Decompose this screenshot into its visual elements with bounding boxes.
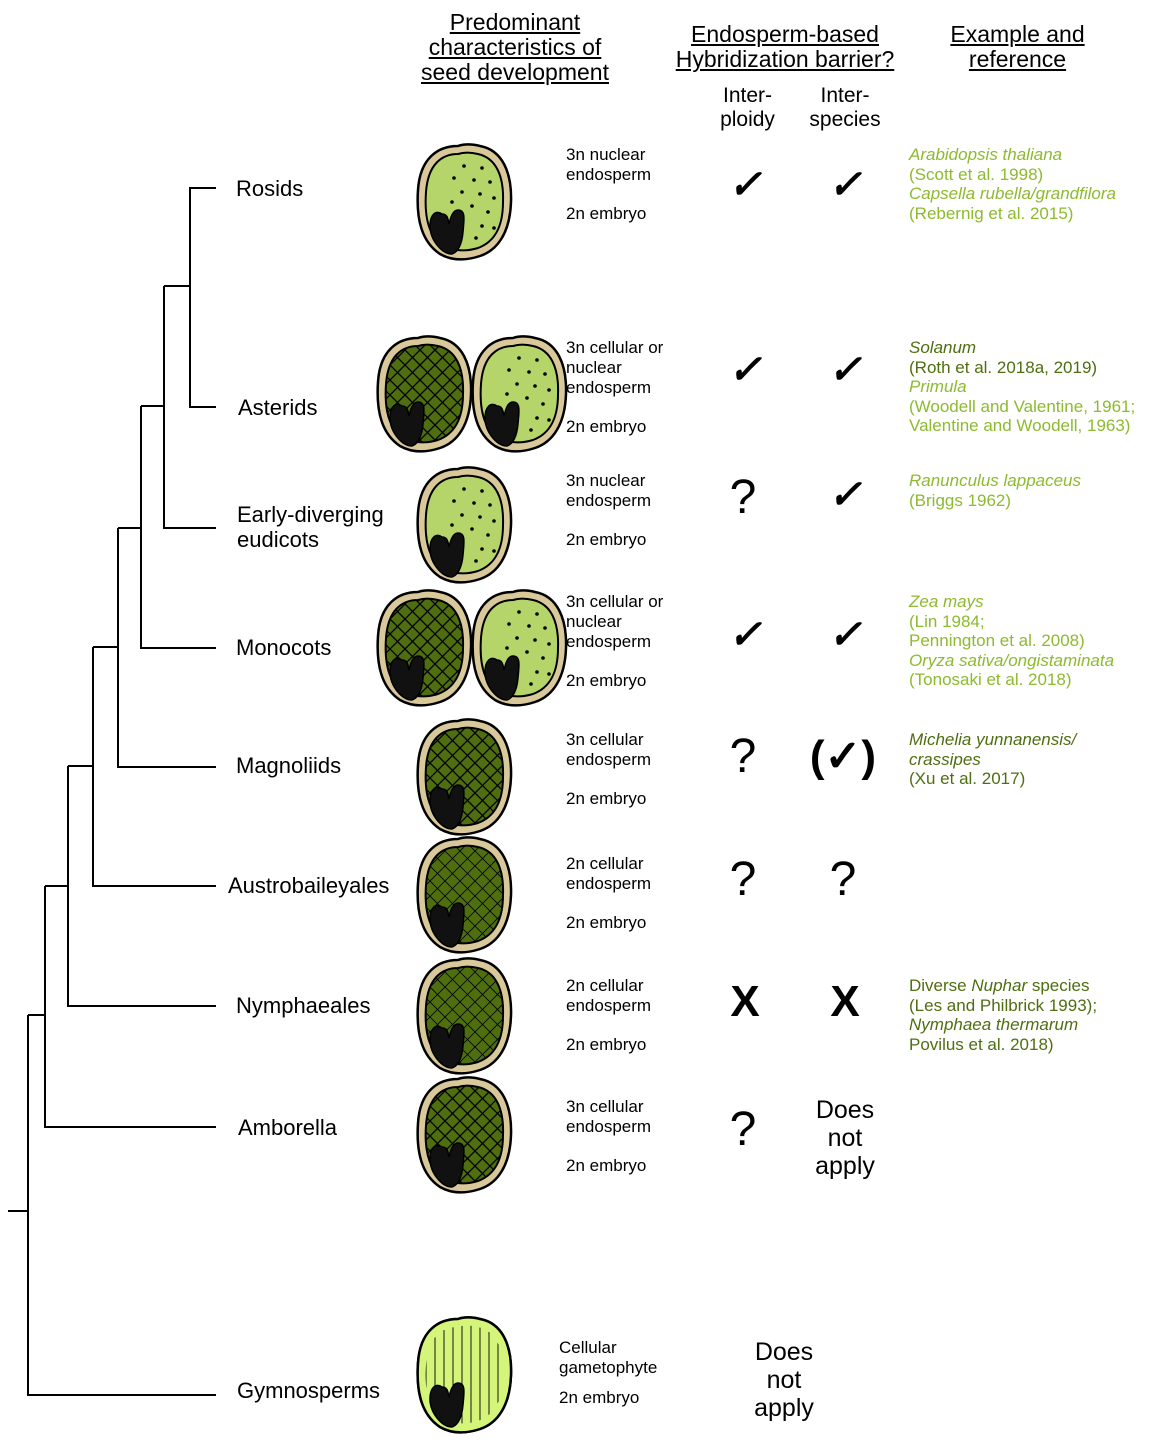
seed-early-diverging-nuclear — [412, 463, 518, 589]
asterids-interspecies-mark: ✓ — [810, 350, 880, 390]
reference-line: Primula — [909, 377, 1135, 397]
clade-label-amborella: Amborella — [238, 1115, 337, 1140]
clade-label-early-diverging-eudicots: Early-diverging eudicots — [237, 502, 407, 552]
phylogenetic-tree — [0, 0, 230, 1443]
ref-nymphaeales: Diverse Nuphar species(Les and Philbrick… — [909, 976, 1097, 1054]
rosids-interspecies-mark: ✓ — [810, 165, 880, 205]
branch-rosids-asterids — [190, 188, 216, 407]
reference-line: (Lin 1984; — [909, 612, 1114, 632]
reference-line: Solanum — [909, 338, 1135, 358]
magnoliids-interspecies-mark: (✓) — [788, 734, 898, 780]
clade-label-nymphaeales: Nymphaeales — [236, 993, 371, 1018]
clade-label-austrobaileyales: Austrobaileyales — [228, 873, 389, 898]
subheader-interploidy: Inter-ploidy — [700, 84, 795, 132]
clade-label-monocots: Monocots — [236, 635, 331, 660]
subheader-interspecies: Inter-species — [795, 84, 895, 132]
seed-monocots-nuclear — [467, 586, 573, 712]
reference-line: Oryza sativa/ongistaminata — [909, 651, 1114, 671]
reference-line: Diverse Nuphar species — [909, 976, 1097, 996]
reference-line: Zea mays — [909, 592, 1114, 612]
reference-line: (Xu et al. 2017) — [909, 769, 1076, 789]
reference-line: (Tonosaki et al. 2018) — [909, 670, 1114, 690]
clade-label-asterids: Asterids — [238, 395, 317, 420]
seed-rosids-nuclear — [412, 140, 518, 266]
rosids-interploidy-mark: ✓ — [710, 165, 780, 205]
seed-amborella-cellular — [412, 1073, 518, 1199]
austrobaileyales-interploidy-mark: ? — [708, 855, 778, 905]
monocots-interploidy-mark: ✓ — [710, 615, 780, 655]
amborella-interploidy-mark: ? — [708, 1105, 778, 1155]
nymphaeales-interspecies-mark: X — [810, 980, 880, 1024]
asterids-interploidy-mark: ✓ — [710, 350, 780, 390]
seed-nymphaeales-cellular — [412, 954, 518, 1080]
austrobaileyales-interspecies-mark: ? — [808, 855, 878, 905]
reference-line: Povilus et al. 2018) — [909, 1035, 1097, 1055]
reference-line: (Les and Philbrick 1993); — [909, 996, 1097, 1016]
reference-line: Capsella rubella/grandfilora — [909, 184, 1116, 204]
ref-rosids: Arabidopsis thaliana(Scott et al. 1998)C… — [909, 145, 1116, 223]
clade-label-rosids: Rosids — [236, 176, 303, 201]
ref-monocots: Zea mays(Lin 1984;Pennington et al. 2008… — [909, 592, 1114, 690]
reference-line: (Roth et al. 2018a, 2019) — [909, 358, 1135, 378]
ref-magnoliids: Michelia yunnanensis/crassipes(Xu et al.… — [909, 730, 1076, 789]
reference-line: (Woodell and Valentine, 1961; — [909, 397, 1135, 417]
magnoliids-interploidy-mark: ? — [708, 732, 778, 782]
ref-early-diverging-eudicots: Ranunculus lappaceus(Briggs 1962) — [909, 471, 1081, 510]
seed-gymnosperms-gametophyte — [412, 1313, 518, 1439]
clade-label-magnoliids: Magnoliids — [236, 753, 341, 778]
reference-line: crassipes — [909, 750, 1076, 770]
nymphaeales-interploidy-mark: X — [710, 980, 780, 1024]
reference-line: Pennington et al. 2008) — [909, 631, 1114, 651]
reference-line: Valentine and Woodell, 1963) — [909, 416, 1135, 436]
monocots-interspecies-mark: ✓ — [810, 615, 880, 655]
seed-asterids-nuclear — [467, 332, 573, 458]
seed-austrobaileyales-cellular — [412, 833, 518, 959]
reference-line: (Rebernig et al. 2015) — [909, 204, 1116, 224]
reference-line: Michelia yunnanensis/ — [909, 730, 1076, 750]
reference-line: Arabidopsis thaliana — [909, 145, 1116, 165]
reference-line: Ranunculus lappaceus — [909, 471, 1081, 491]
seed-magnoliids-cellular — [412, 715, 518, 841]
reference-line: (Briggs 1962) — [909, 491, 1081, 511]
clade-label-gymnosperms: Gymnosperms — [237, 1378, 380, 1403]
early-diverging-interspecies-mark: ✓ — [810, 475, 880, 515]
seed-monocots-cellular — [372, 586, 478, 712]
reference-line: Nymphaea thermarum — [909, 1015, 1097, 1035]
seed-asterids-cellular — [372, 332, 478, 458]
branch-to-angiosperms — [28, 1015, 216, 1395]
reference-line: (Scott et al. 1998) — [909, 165, 1116, 185]
early-diverging-interploidy-mark: ? — [708, 473, 778, 523]
ref-asterids: Solanum(Roth et al. 2018a, 2019)Primula(… — [909, 338, 1135, 436]
